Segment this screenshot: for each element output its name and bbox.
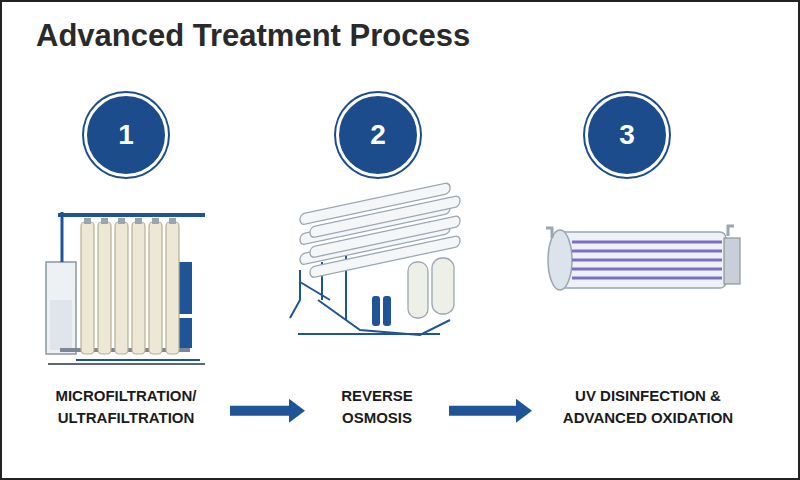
ro-skid [290, 180, 460, 335]
step-number-circle: 1 [84, 93, 168, 177]
step-label: UV DISINFECTION & ADVANCED OXIDATION [548, 383, 748, 431]
step-name: UV DISINFECTION & ADVANCED OXIDATION [563, 387, 733, 426]
membrane-rack [46, 212, 205, 364]
step-name: MICROFILTRATION/ ULTRAFILTRATION [55, 387, 196, 426]
flow-arrow [230, 399, 305, 423]
uv-reactor [546, 226, 740, 290]
step-number: 2 [370, 119, 386, 151]
flow-arrow [449, 399, 532, 423]
step-number-circle: 3 [585, 93, 669, 177]
step-number: 3 [619, 119, 635, 151]
step-number-circle: 2 [336, 93, 420, 177]
step-name: REVERSE OSMOSIS [341, 387, 413, 426]
step-number: 1 [118, 119, 134, 151]
diagram-title: Advanced Treatment Process [36, 18, 470, 54]
step-label: MICROFILTRATION/ ULTRAFILTRATION [38, 383, 214, 431]
step-label: REVERSE OSMOSIS [321, 383, 433, 431]
